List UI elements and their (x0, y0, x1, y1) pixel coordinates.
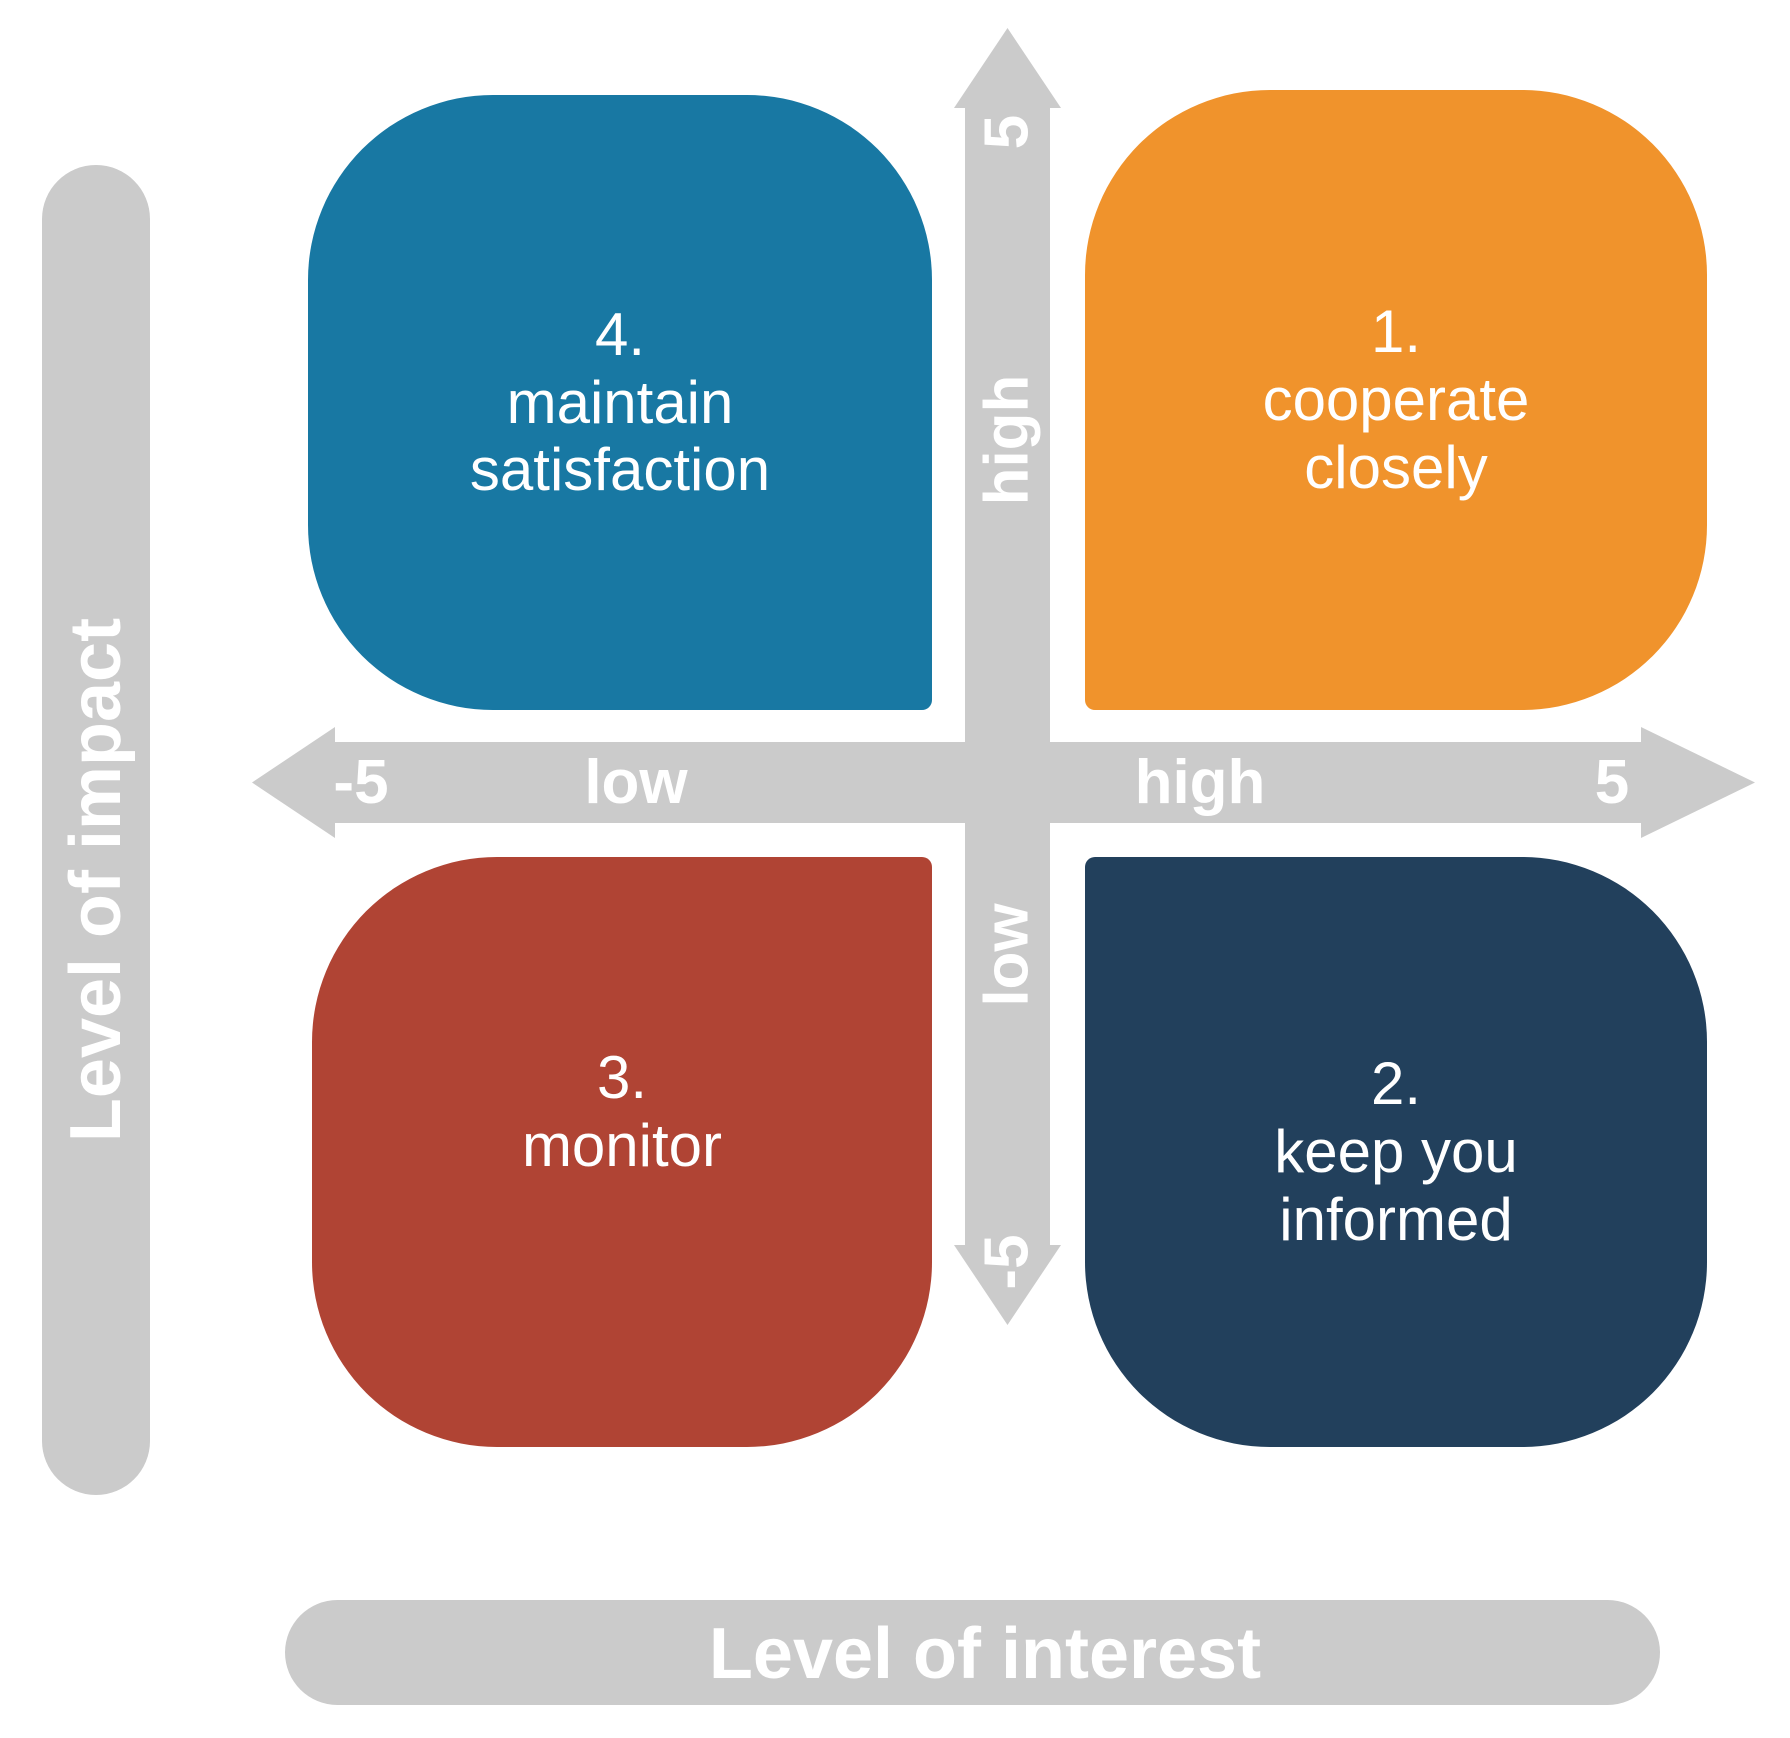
quadrant-3-number: 3. (596, 1044, 648, 1112)
x-axis-label-low: low (584, 748, 688, 817)
quadrant-4-label-line2: satisfaction (469, 436, 771, 504)
x-axis-tick-neg5: -5 (333, 748, 389, 817)
quadrant-1-label-line1: cooperate (1262, 366, 1530, 434)
quadrant-3-label-line1: monitor (521, 1112, 723, 1179)
quadrant-1-number: 1. (1370, 298, 1422, 366)
quadrant-4-label-line1: maintain (506, 368, 734, 436)
x-axis-title: Level of interest (708, 1614, 1262, 1694)
x-axis-left-arrow-icon (252, 727, 335, 838)
quadrant-1-cooperate-closely: 1. cooperate closely (1085, 90, 1707, 710)
x-axis-title-bar (285, 1600, 1660, 1705)
quadrant-1-label-line2: closely (1304, 433, 1488, 501)
y-axis-title-bar (42, 165, 150, 1495)
y-axis-tick-pos5: 5 (972, 114, 1042, 150)
y-axis-label-low: low (972, 903, 1042, 1007)
x-axis-tick-pos5: 5 (1594, 748, 1630, 817)
quadrant-4-maintain-satisfaction: 4. maintain satisfaction (308, 95, 932, 710)
y-axis-label-high: high (972, 374, 1042, 506)
quadrant-4-number: 4. (594, 300, 646, 368)
quadrant-2-label-line2: informed (1279, 1185, 1513, 1253)
y-axis-up-arrow-icon (954, 28, 1061, 108)
quadrant-2-label-line1: keep you (1274, 1118, 1518, 1186)
x-axis-label-high: high (1134, 748, 1266, 817)
x-axis-right-arrow-icon (1641, 727, 1755, 838)
y-axis-title: Level of impact (56, 617, 136, 1143)
quadrant-2-number: 2. (1370, 1050, 1422, 1118)
quadrant-3-monitor: 3. monitor (312, 857, 932, 1447)
quadrant-2-keep-you-informed: 2. keep you informed (1085, 857, 1707, 1447)
y-axis-bar (965, 105, 1050, 1248)
y-axis-tick-neg5: -5 (972, 1234, 1042, 1290)
